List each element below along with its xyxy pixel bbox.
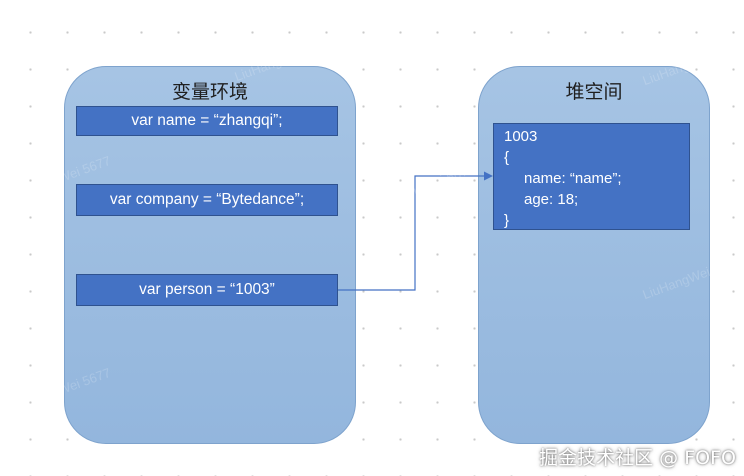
footer-credit: 掘金技术社区 @ FOFO [539, 447, 736, 469]
heap-title: 堆空间 [565, 81, 623, 103]
heap-object-box: 1003 { name: “name”; age: 18; } [493, 123, 690, 230]
heap-object-close-brace: } [504, 212, 510, 229]
heap-object-address: 1003 [504, 128, 538, 145]
heap-object-prop-age: age: 18; [524, 191, 579, 208]
var-name-box: var name = “zhangqi”; [76, 106, 338, 136]
variable-environment-title: 变量环境 [171, 81, 248, 103]
heap-object-open-brace: { [504, 149, 510, 166]
arrow-line [338, 175, 486, 291]
heap-object-prop-name: name: “name”; [524, 170, 622, 187]
arrow-head [484, 171, 493, 181]
var-company-box: var company = “Bytedance”; [76, 184, 338, 216]
var-person-box: var person = “1003” [76, 274, 338, 306]
